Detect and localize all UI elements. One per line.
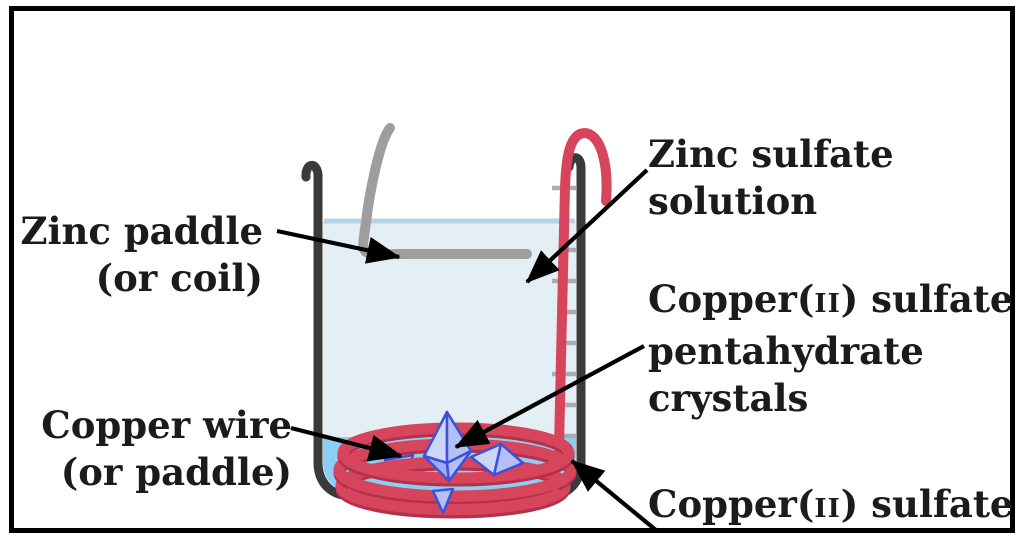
label-line: Copper wire	[41, 403, 292, 447]
label-line: (or coil)	[95, 256, 263, 300]
figure-border	[9, 6, 1015, 533]
label-copper-sulfate-pentahydrate: Copper(II) sulfate pentahydrate crystals	[648, 276, 1013, 422]
label-line: Copper(II) sulfate	[648, 277, 1014, 321]
label-line: Zinc sulfate	[648, 132, 894, 176]
zinc-sulfate-solution-region	[323, 221, 576, 491]
label-copper-wire: Copper wire (or paddle)	[41, 402, 292, 496]
label-line: crystals	[648, 376, 809, 420]
label-line: Zinc paddle	[20, 209, 263, 253]
roman-numeral: II	[814, 494, 841, 524]
label-line: pentahydrate	[648, 329, 924, 373]
copper-wire-graphic	[554, 127, 612, 453]
copper-sulfate-solution-arrow	[570, 459, 659, 533]
label-zinc-sulfate-solution: Zinc sulfate solution	[648, 131, 894, 225]
label-copper-sulfate-solution: Copper(II) sulfate	[648, 481, 1013, 533]
label-line: Copper(II) sulfate	[648, 482, 1014, 526]
crystal-fragment-front	[431, 487, 455, 515]
zinc-sulfate-solution-arrow	[525, 168, 649, 284]
label-line: (or paddle)	[60, 450, 292, 494]
label-line: solution	[648, 179, 818, 223]
label-arrows	[276, 168, 659, 533]
roman-numeral: II	[814, 289, 841, 319]
zinc-paddle-arrow	[276, 228, 401, 264]
crystals-arrow	[454, 344, 645, 449]
label-zinc-paddle: Zinc paddle (or coil)	[20, 208, 263, 302]
copper-wire-coil-front-arcs	[339, 472, 571, 519]
copper-wire-arrow	[290, 425, 403, 462]
